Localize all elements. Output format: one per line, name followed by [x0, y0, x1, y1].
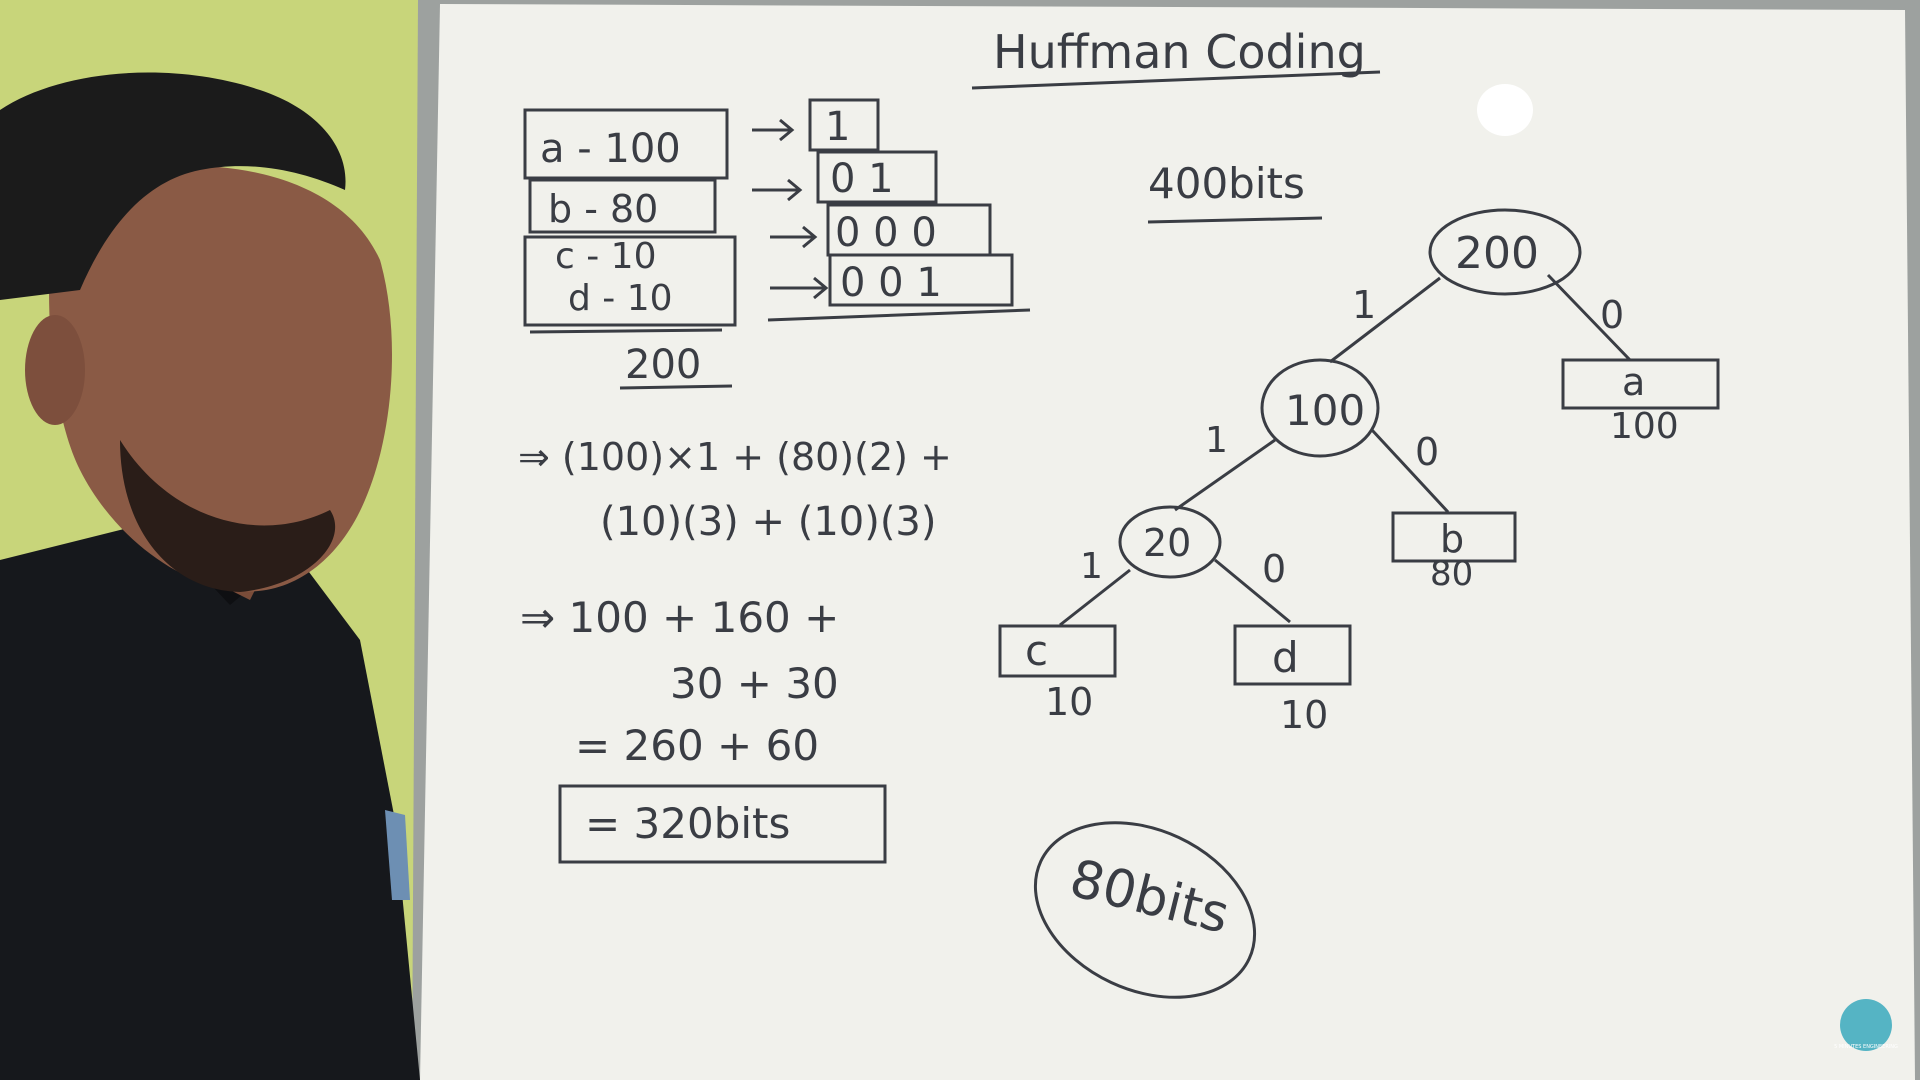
freq-d: d - 10	[568, 278, 673, 319]
presenter-hair	[0, 72, 346, 300]
arrow-c	[770, 225, 818, 249]
code-box-b	[816, 150, 938, 204]
edge-root-a	[1546, 273, 1632, 362]
arrow-a	[752, 118, 795, 142]
node-root-label: 200	[1455, 228, 1539, 279]
freq-total-underline	[619, 384, 733, 390]
freq-b: b - 80	[548, 187, 658, 231]
presenter-ear	[25, 315, 85, 425]
huffman-tree	[998, 208, 1720, 999]
calc-line-3: ⇒ 100 + 160 +	[520, 593, 839, 642]
node-100-label: 100	[1285, 386, 1365, 435]
frequency-table	[523, 98, 1031, 390]
code-b: 0 1	[830, 156, 894, 202]
channel-logo: 5 MINUTES ENGINEERING	[1834, 999, 1898, 1051]
fixed-bits-label: 400bits	[1148, 159, 1305, 208]
leaf-a-label: a	[1622, 360, 1645, 404]
calc-line-5: = 260 + 60	[575, 721, 819, 770]
arrow-d	[770, 276, 829, 300]
leaf-c-box	[998, 624, 1117, 678]
edge-100-b	[1370, 428, 1450, 514]
freq-a: a - 100	[540, 126, 681, 172]
whiteboard	[420, 4, 1915, 1080]
freq-sum-line	[529, 328, 723, 334]
leaf-a-box	[1561, 358, 1720, 410]
fixed-bits-underline	[1147, 216, 1323, 224]
code-box-a	[808, 98, 880, 152]
edge-root-100	[1329, 276, 1441, 364]
node-100	[1260, 358, 1380, 458]
edge-20-c	[1059, 568, 1131, 627]
code-c: 0 0 0	[835, 210, 937, 256]
freq-box-cd	[523, 235, 737, 327]
logo-text: 5 MINUTES ENGINEERING	[1834, 1044, 1898, 1050]
leaf-d-box	[1233, 624, 1352, 686]
edge-20-left-label: 1	[1080, 546, 1103, 587]
code-d: 0 0 1	[840, 260, 942, 306]
code-box-d	[828, 253, 1014, 307]
edge-100-20	[1174, 438, 1276, 512]
edge-20-d	[1214, 558, 1291, 624]
arrow-b	[752, 178, 803, 202]
freq-box-b	[528, 178, 717, 234]
node-20	[1118, 505, 1222, 579]
freq-c: c - 10	[555, 236, 656, 277]
node-root	[1428, 208, 1582, 296]
freq-box-a	[523, 108, 729, 180]
code-sum-line	[767, 308, 1031, 322]
code-a: 1	[825, 104, 850, 150]
leaf-b-box	[1391, 511, 1517, 563]
presenter-mic	[385, 810, 410, 900]
calc-line-4: 30 + 30	[670, 659, 839, 708]
light-glare	[1477, 84, 1533, 136]
saved-bits-ellipse	[1033, 821, 1257, 999]
freq-total: 200	[625, 342, 701, 388]
edge-100-left-label: 1	[1205, 420, 1228, 461]
calc-line-1: ⇒ (100)×1 + (80)(2) +	[518, 435, 952, 479]
calc-line-2: (10)(3) + (10)(3)	[600, 499, 936, 545]
leaf-c-label: c	[1025, 626, 1048, 675]
leaf-a-freq: 100	[1610, 406, 1679, 447]
presenter	[0, 72, 420, 1080]
calc-result: = 320bits	[585, 799, 790, 848]
edge-20-right-label: 0	[1262, 547, 1286, 591]
edge-100-right-label: 0	[1415, 430, 1439, 474]
presenter-shirt	[0, 520, 420, 1080]
title-underline	[971, 70, 1381, 90]
board-title: Huffman Coding	[993, 25, 1366, 79]
result-box	[558, 784, 887, 864]
presenter-beard	[120, 440, 336, 592]
edge-root-right-label: 0	[1600, 293, 1624, 337]
logo-circle	[1840, 999, 1892, 1051]
node-20-label: 20	[1143, 521, 1191, 565]
leaf-d-label: d	[1272, 633, 1299, 682]
edge-root-left-label: 1	[1352, 283, 1376, 327]
leaf-d-freq: 10	[1280, 693, 1328, 737]
leaf-b-freq: 80	[1430, 554, 1473, 594]
leaf-b-label: b	[1440, 517, 1464, 561]
leaf-c-freq: 10	[1045, 680, 1093, 724]
